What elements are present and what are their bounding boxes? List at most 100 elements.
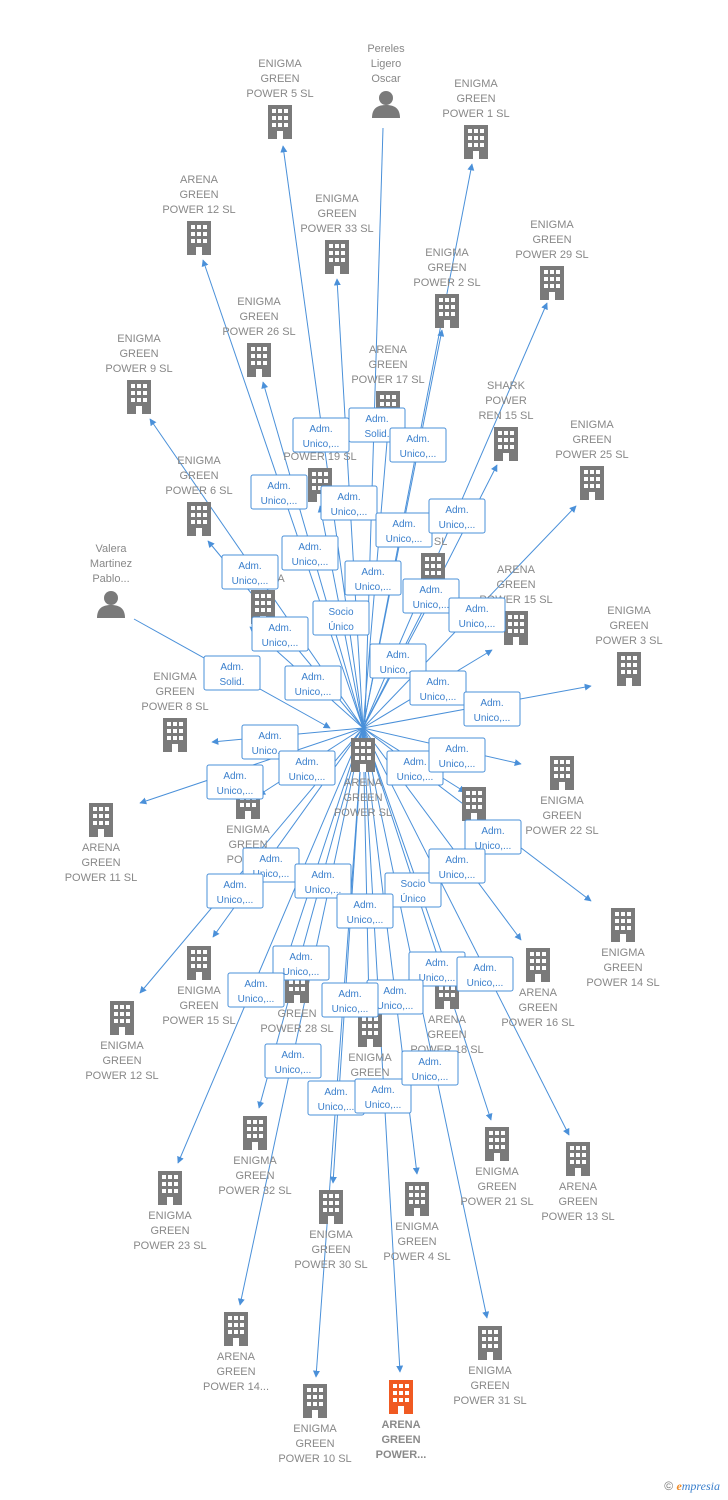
edge-label[interactable]: Adm.Unico,... — [428, 737, 486, 773]
edge-label[interactable]: Adm.Unico,... — [408, 951, 466, 987]
node-label-line: ENIGMA — [237, 296, 281, 308]
edge-label-text: Adm. — [445, 505, 468, 516]
node-label-line: GREEN — [235, 1170, 274, 1182]
edge-egp23 — [177, 727, 364, 1164]
edge-label-text: Adm. — [259, 854, 282, 865]
edge-label-text: Adm. — [445, 855, 468, 866]
node-label-line: ENIGMA — [100, 1040, 144, 1052]
edge-label[interactable]: Adm.Unico,... — [428, 848, 486, 884]
node-label-line: GREEN — [397, 1236, 436, 1248]
edge-label[interactable]: Adm.Unico,... — [401, 1050, 459, 1086]
edge-label-text: Unico,... — [303, 439, 340, 450]
edge-label[interactable]: Adm.Unico,... — [463, 691, 521, 727]
edge-label-text: Adm. — [480, 698, 503, 709]
edge-label[interactable]: Adm.Unico,... — [409, 670, 467, 706]
node-label-line: POWER 8 SL — [141, 701, 208, 713]
edge-label[interactable]: Adm.Unico,... — [250, 474, 308, 510]
node-label-line: ENIGMA — [570, 419, 614, 431]
node-label-line: ENIGMA — [153, 671, 197, 683]
edge-label[interactable]: Adm.Unico,... — [389, 427, 447, 463]
edge-label[interactable]: Adm.Solid. — [203, 655, 261, 691]
edge-label[interactable]: Adm.Unico,... — [336, 893, 394, 929]
edge-label-text: Unico,... — [295, 687, 332, 698]
edge-label[interactable]: Adm.Unico,... — [320, 485, 378, 521]
edge-label-text: Adm. — [445, 744, 468, 755]
edge-label[interactable]: Adm.Unico,... — [456, 956, 514, 992]
edge-label[interactable]: Adm.Unico,... — [369, 643, 427, 679]
edge-label[interactable]: Adm.Unico,... — [402, 578, 460, 614]
edge-label[interactable]: Adm.Unico,... — [206, 764, 264, 800]
edge-label[interactable]: Adm.Unico,... — [354, 1078, 412, 1114]
edge-label[interactable]: Adm.Unico,... — [221, 554, 279, 590]
node-label-line: ENIGMA — [540, 795, 584, 807]
edge-label-box — [409, 670, 467, 706]
edge-label[interactable]: Adm.Unico,... — [448, 597, 506, 633]
edge-label[interactable]: Adm.Unico,... — [227, 972, 285, 1008]
edge-label[interactable]: Adm.Unico,... — [428, 498, 486, 534]
edge-label[interactable]: Adm.Unico,... — [366, 979, 424, 1015]
node-label-line: GREEN — [277, 1008, 316, 1020]
edge-label[interactable]: Adm.Unico,... — [284, 665, 342, 701]
edge-label-box — [264, 1043, 322, 1079]
edge-label[interactable]: Adm.Unico,... — [292, 417, 350, 453]
edge-label-text: Adm. — [473, 963, 496, 974]
edge-label[interactable]: Adm.Unico,... — [272, 945, 330, 981]
edge-label-text: Unico,... — [292, 557, 329, 568]
edge-label[interactable]: Adm.Unico,... — [206, 873, 264, 909]
edge-label-text: Único — [400, 892, 426, 905]
edge-label[interactable]: Adm.Unico,... — [281, 535, 339, 571]
node-valera[interactable]: ValeraMartinezPablo... — [90, 543, 132, 618]
edge-label[interactable]: Adm.Unico,... — [294, 863, 352, 899]
node-label-line: POWER — [485, 395, 527, 407]
edge-label-text: Adm. — [220, 662, 243, 673]
edge-label[interactable]: Adm.Unico,... — [278, 750, 336, 786]
edge-label[interactable]: Adm.Unico,... — [321, 982, 379, 1018]
edge-label[interactable]: Adm.Unico,... — [344, 560, 402, 596]
edge-label[interactable]: Adm.Unico,... — [464, 819, 522, 855]
node-label-line: ENIGMA — [258, 58, 302, 70]
node-agp_main[interactable]: ARENAGREENPOWER... — [376, 1380, 427, 1461]
edge-label[interactable]: Adm.Unico,... — [251, 616, 309, 652]
edge-label[interactable]: Adm.Unico,... — [375, 512, 433, 548]
node-label-line: ENIGMA — [309, 1229, 353, 1241]
building-icon — [110, 1001, 134, 1035]
node-egp19[interactable]: POWER 19 SL — [283, 451, 357, 502]
edge-label[interactable]: Adm.Unico,... — [264, 1043, 322, 1079]
